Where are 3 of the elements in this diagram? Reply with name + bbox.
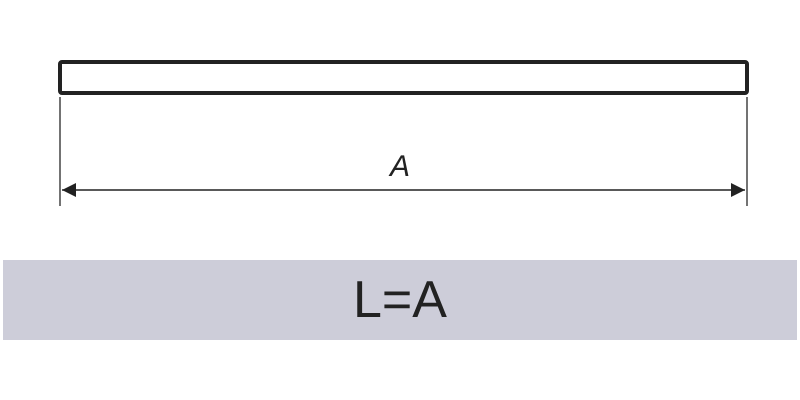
formula-text: L=A [353,270,447,330]
dimension-label: A [390,150,410,184]
formula-band [3,260,797,340]
